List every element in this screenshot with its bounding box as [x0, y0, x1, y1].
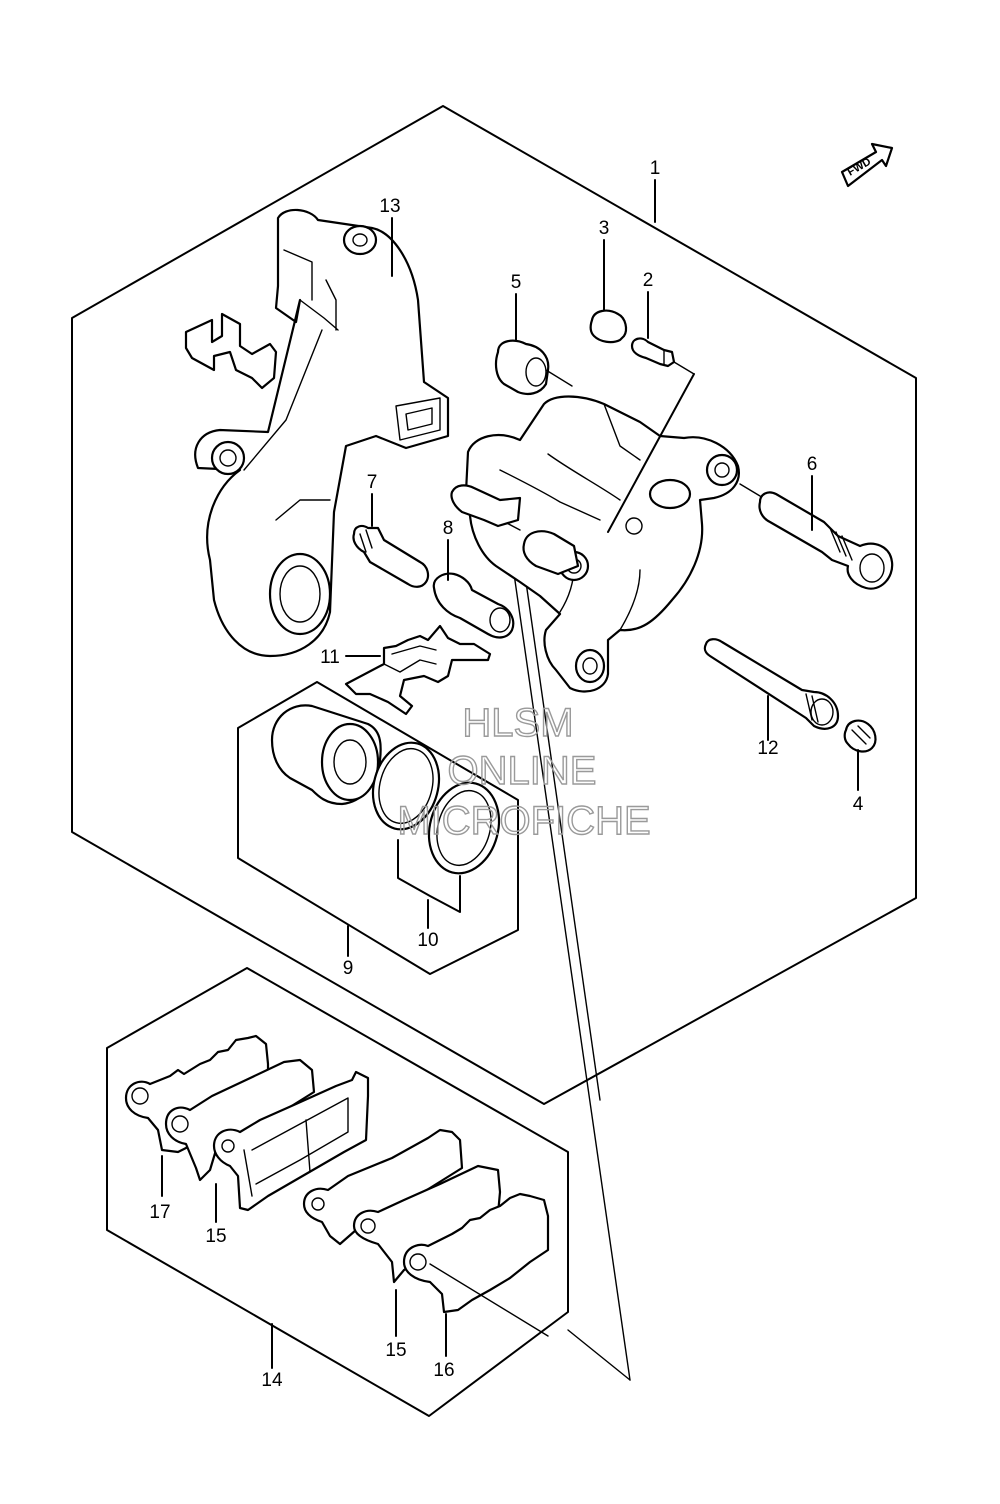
leader-lines [161, 179, 859, 1369]
callout-5: 5 [511, 272, 522, 293]
callout-11: 11 [320, 647, 340, 668]
watermark-line-1: HLSM [462, 701, 573, 745]
pin-bolt [352, 524, 430, 588]
callout-15-upper: 15 [205, 1226, 226, 1247]
slide-pin-lower [703, 638, 840, 730]
caliper-body [450, 395, 740, 693]
callout-3: 3 [599, 218, 610, 239]
boot [494, 339, 573, 395]
piston-seals [371, 741, 501, 875]
projection-line [567, 1329, 631, 1381]
callout-6: 6 [807, 454, 818, 475]
caliper-assembly-outline [71, 105, 917, 1105]
watermark-line-2: ONLINE [448, 749, 597, 793]
plug [843, 719, 877, 753]
callout-2: 2 [643, 270, 654, 291]
callout-9: 9 [343, 958, 354, 979]
piston-seal-outline [237, 681, 519, 975]
callout-labels: 1 2 3 4 5 6 7 8 9 10 11 12 13 14 15 15 1… [149, 158, 863, 1391]
callout-13: 13 [379, 196, 400, 217]
callout-10: 10 [417, 930, 438, 951]
callout-16: 16 [433, 1360, 454, 1381]
callout-14: 14 [261, 1370, 283, 1391]
pad-lower [302, 1128, 464, 1246]
watermark: HLSM ONLINE MICROFICHE [397, 700, 652, 843]
pad-set-outline [106, 967, 569, 1417]
slide-pin-upper [739, 483, 894, 590]
projection-line [519, 539, 601, 1101]
callout-15-lower: 15 [385, 1340, 406, 1361]
shim-17 [124, 1034, 270, 1154]
bleeder-valve [630, 337, 695, 375]
caliper-bracket [194, 208, 450, 658]
callout-7: 7 [367, 472, 378, 493]
pin-sleeve [432, 572, 515, 639]
callout-4: 4 [853, 794, 864, 815]
shim-16 [402, 1192, 550, 1337]
piston [270, 704, 382, 806]
projection-line [507, 531, 631, 1381]
bleeder-cap [589, 309, 628, 344]
pad-spring-clip [184, 312, 278, 390]
pad-spring [344, 624, 492, 716]
callout-12: 12 [757, 738, 778, 759]
pad-upper [212, 1070, 370, 1212]
callout-1: 1 [650, 158, 661, 179]
watermark-line-3: MICROFICHE [397, 799, 650, 843]
forward-arrow-icon: FWD [840, 142, 894, 188]
callout-8: 8 [443, 518, 454, 539]
callout-17: 17 [149, 1202, 170, 1223]
